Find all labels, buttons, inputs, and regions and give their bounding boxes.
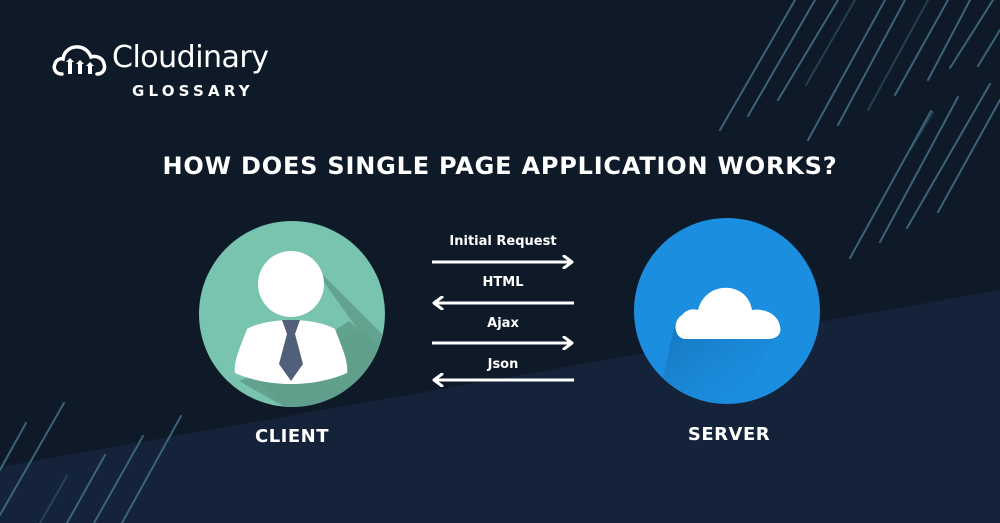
message-label: HTML <box>482 275 524 290</box>
brand-name: Cloudinary <box>112 40 269 75</box>
client-node <box>199 221 385 407</box>
brand-subtitle: GLOSSARY <box>132 82 254 100</box>
message-label: Json <box>487 357 519 372</box>
cloud-icon <box>634 218 820 404</box>
decorative-lines-top-right <box>719 0 1000 259</box>
diagram-title: HOW DOES SINGLE PAGE APPLICATION WORKS? <box>162 152 838 180</box>
arrow-right-icon <box>430 336 576 350</box>
cloud-logo-icon <box>52 45 107 76</box>
decorative-lines-bottom-left <box>0 402 182 523</box>
user-icon <box>199 221 385 407</box>
client-label: CLIENT <box>254 426 329 447</box>
server-node <box>634 218 820 404</box>
cloudinary-logo[interactable]: Cloudinary GLOSSARY <box>52 40 292 102</box>
arrow-left-icon <box>430 373 576 387</box>
server-label: SERVER <box>687 424 771 445</box>
message-label: Ajax <box>487 316 519 331</box>
arrow-left-icon <box>430 296 576 310</box>
arrow-right-icon <box>430 255 576 269</box>
message-label: Initial Request <box>449 234 557 249</box>
